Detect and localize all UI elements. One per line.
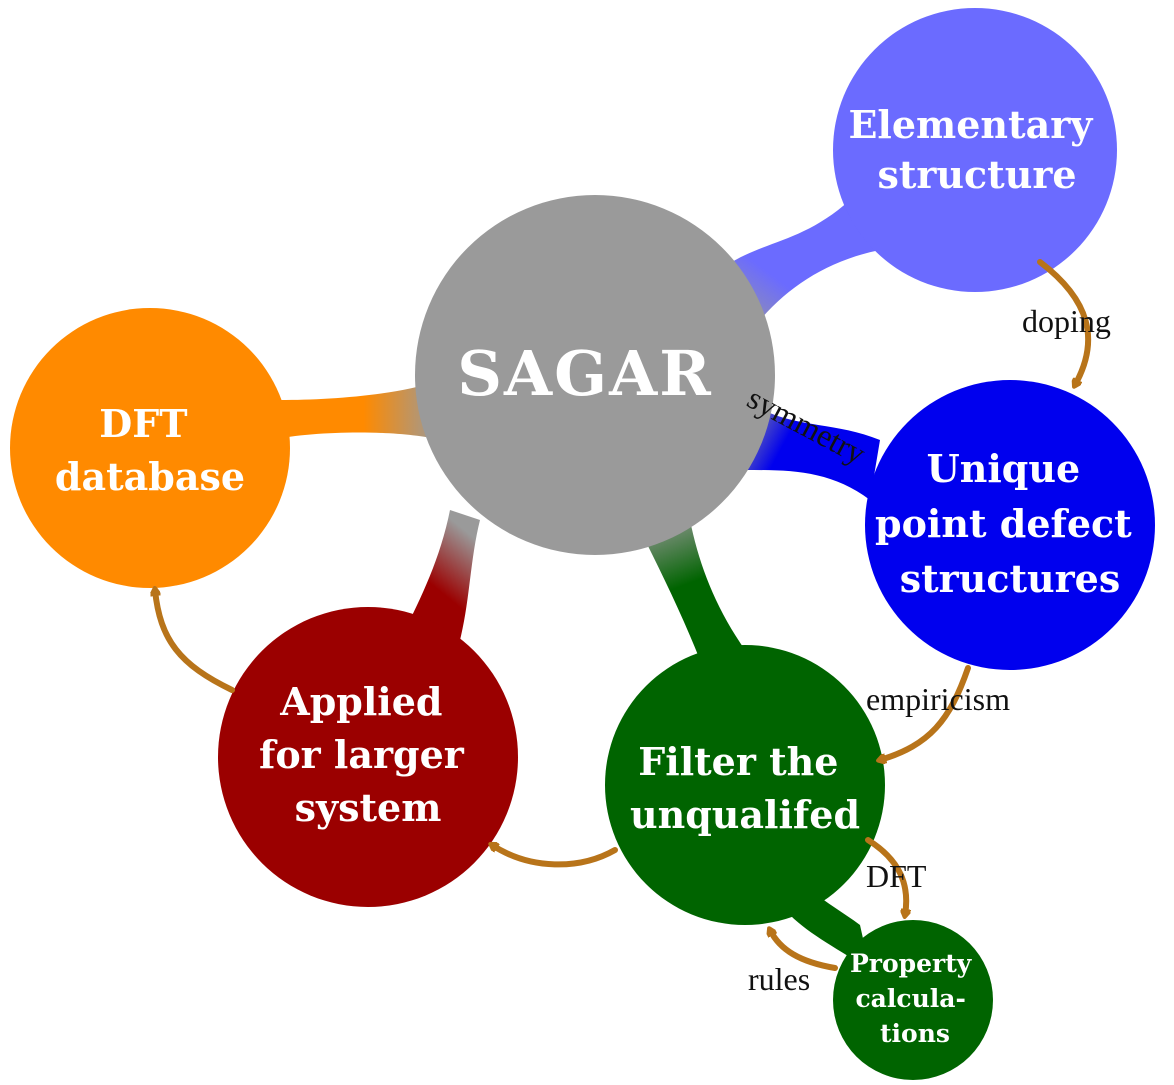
node-property-calculations xyxy=(833,920,993,1080)
label-property-calculations: Property calcula- tions xyxy=(850,949,980,1048)
label-unique-point-defect: Unique point defect structures xyxy=(875,446,1145,601)
edge-label-dft: DFT xyxy=(866,858,927,894)
node-unique-point-defect xyxy=(865,380,1155,670)
arrow-empiricism xyxy=(880,665,971,760)
node-applied-larger-system xyxy=(218,607,518,907)
edge-label-empiricism: empiricism xyxy=(866,681,1010,717)
connector-unique xyxy=(745,400,880,500)
node-elementary-structure xyxy=(833,8,1117,292)
label-applied-larger-system: Applied for larger system xyxy=(259,679,477,830)
arrow-filter-to-applied xyxy=(492,845,618,868)
edge-label-doping: doping xyxy=(1022,303,1111,339)
label-dft-database: DFT database xyxy=(55,401,245,499)
arrow-applied-to-dft xyxy=(155,590,235,693)
connector-applied xyxy=(400,510,480,640)
node-sagar xyxy=(415,195,775,555)
label-sagar: SAGAR xyxy=(457,337,712,410)
node-filter-unqualified xyxy=(605,645,885,925)
connector-elementary xyxy=(720,200,880,320)
label-filter-unqualified: Filter the unqualifed xyxy=(630,739,860,837)
arrow-doping xyxy=(1037,259,1092,385)
arrow-dft xyxy=(865,837,906,915)
label-elementary-structure: Elementary structure xyxy=(848,102,1105,197)
edge-label-rules: rules xyxy=(748,961,810,997)
node-dft-database xyxy=(10,308,290,588)
arrow-rules xyxy=(770,930,838,971)
connector-dft-database xyxy=(270,380,440,440)
connector-filter xyxy=(640,520,760,670)
